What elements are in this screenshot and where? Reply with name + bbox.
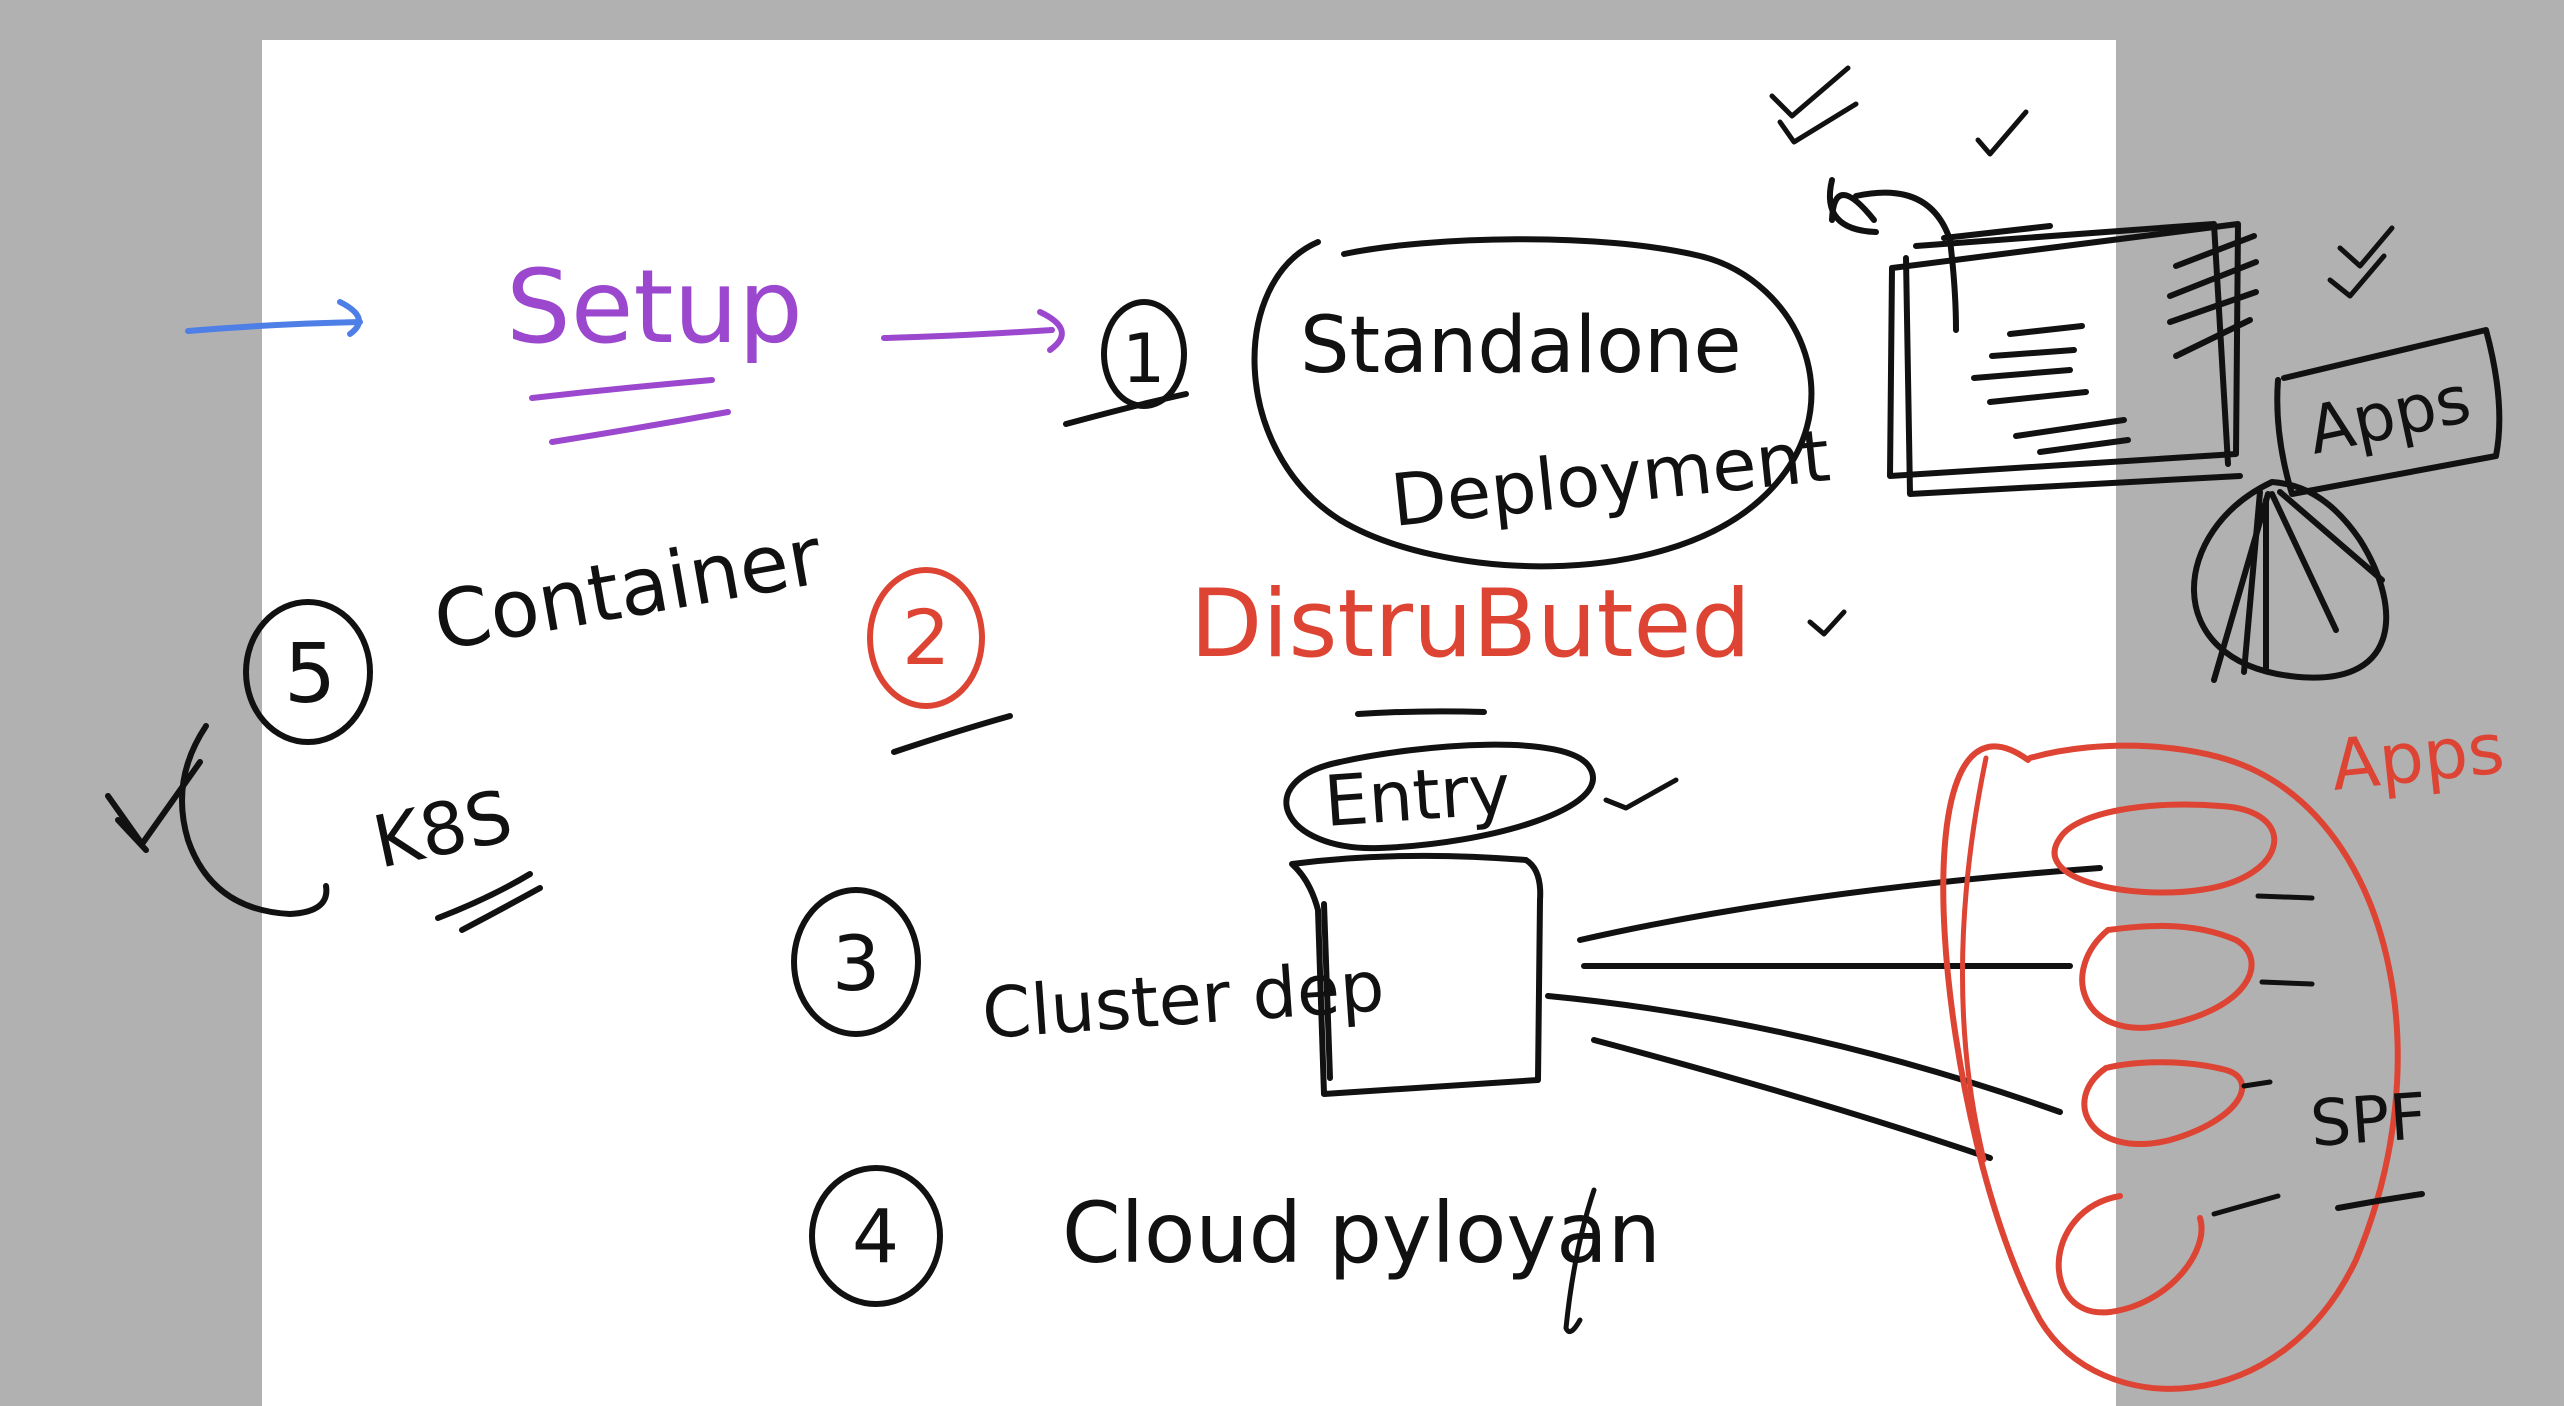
globe-icon <box>2191 479 2390 683</box>
number-3-circle <box>791 887 921 1037</box>
setup-label: Setup <box>506 248 803 367</box>
distributed-label: DistruButed <box>1190 570 1751 679</box>
cloud-label: Cloud pyloyan <box>1062 1184 1661 1282</box>
number-5: 5 <box>284 627 336 722</box>
apps-oval-left-edge <box>1960 755 1989 1163</box>
standalone-label: Standalone <box>1300 301 1741 391</box>
apps-right-label: Apps <box>2327 707 2508 807</box>
cloud-stroke <box>1563 1187 1597 1335</box>
purple-arrow-icon <box>881 309 1065 353</box>
apps-oval <box>1940 742 2401 1392</box>
page-sheet <box>262 40 2116 1406</box>
number-5-circle <box>243 599 373 745</box>
standalone-ellipse <box>1251 236 1815 570</box>
apps-box <box>2274 327 2503 497</box>
k8s-underline <box>435 871 543 933</box>
app-blob <box>2051 801 2278 1316</box>
cluster-box <box>1289 852 1544 1097</box>
number-4-circle <box>809 1165 943 1307</box>
connector-lines <box>1545 865 2103 1161</box>
number-2-circle <box>867 567 985 709</box>
number-4: 4 <box>852 1194 899 1280</box>
number-1-underline <box>1063 391 1189 427</box>
checkmark-icon <box>1603 65 2395 811</box>
left-bracket <box>105 723 330 917</box>
number-2-underline <box>891 713 1013 755</box>
server-window-icon <box>1826 177 2259 497</box>
apps-top-label: Apps <box>2301 360 2477 469</box>
entry-label: Entry <box>1321 748 1513 843</box>
number-3: 3 <box>832 919 880 1008</box>
blue-arrow-icon <box>185 299 363 337</box>
entry-bar <box>1355 708 1487 717</box>
spf-label: SPF <box>2308 1080 2429 1162</box>
dash-marks <box>2211 893 2315 1217</box>
entry-ellipse <box>1283 741 1596 852</box>
spf-underline <box>2335 1191 2425 1211</box>
setup-underline <box>529 377 731 445</box>
number-1: 1 <box>1122 320 1165 399</box>
number-2: 2 <box>902 593 950 682</box>
